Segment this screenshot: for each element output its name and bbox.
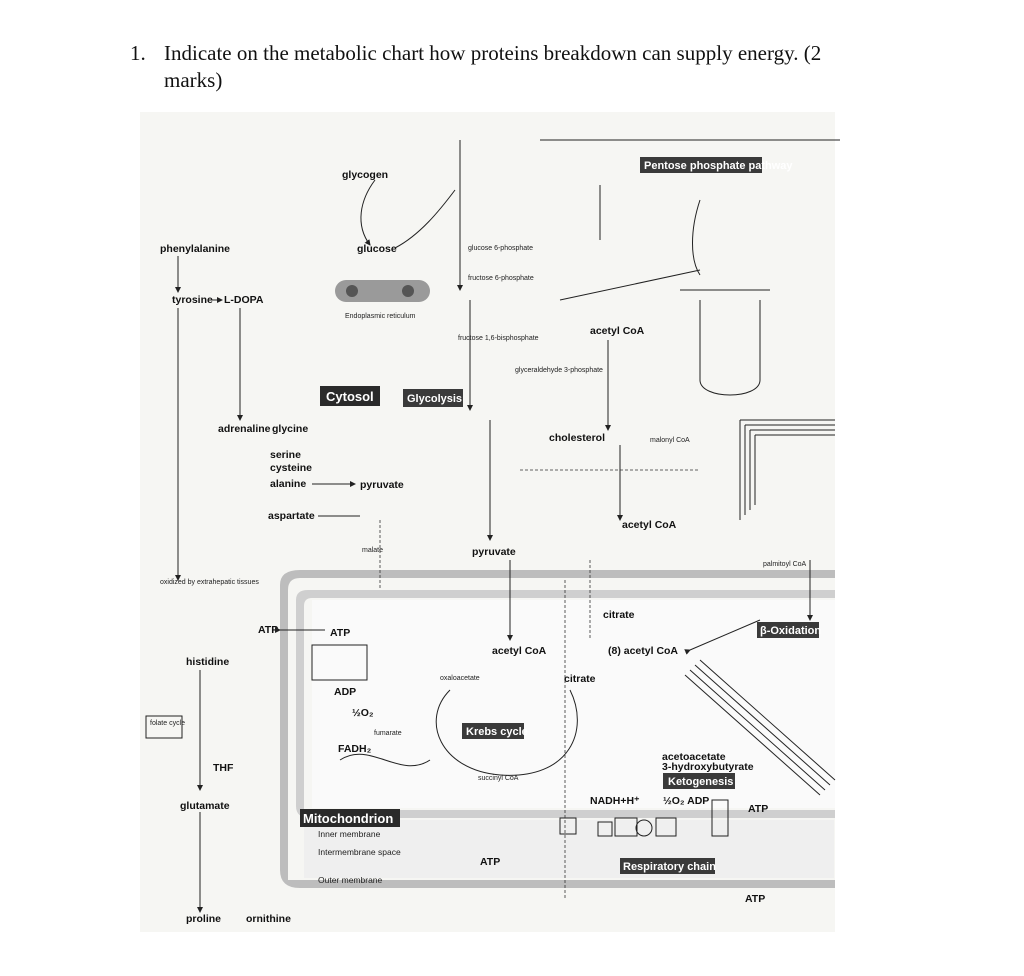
er-dot-2 bbox=[402, 285, 414, 297]
phenylalanine: phenylalanine bbox=[160, 243, 230, 255]
proline: proline bbox=[186, 913, 221, 925]
fructose-16: fructose 1,6-bisphosphate bbox=[458, 335, 539, 342]
pyruvate-mito: pyruvate bbox=[472, 546, 516, 558]
intermembrane-band bbox=[304, 820, 834, 878]
glucose: glucose bbox=[357, 243, 397, 255]
atp-bottom: ATP bbox=[745, 893, 765, 905]
beta-ox-box bbox=[757, 622, 819, 638]
malonyl-coa: malonyl CoA bbox=[650, 437, 690, 444]
glycolysis-box bbox=[403, 389, 463, 407]
glycine: glycine bbox=[272, 423, 308, 435]
krebs-label: Krebs cycle bbox=[466, 726, 528, 738]
glucose-6p: glucose 6-phosphate bbox=[468, 245, 533, 252]
mito-label: Mitochondrion bbox=[303, 811, 393, 826]
pentose-line-3 bbox=[559, 269, 701, 301]
er-dot-1 bbox=[346, 285, 358, 297]
acetyl-coa-mito: acetyl CoA bbox=[492, 645, 547, 657]
mito-box bbox=[300, 809, 400, 827]
keto-line-1 bbox=[699, 659, 836, 781]
resp-box bbox=[620, 858, 715, 874]
atp-intermembrane: ATP bbox=[480, 856, 500, 868]
glycogen: glycogen bbox=[342, 169, 388, 181]
complex-c bbox=[635, 819, 653, 837]
mito-matrix bbox=[312, 600, 835, 808]
cholesterol: cholesterol bbox=[549, 432, 605, 444]
glycogen-glucose-arrow bbox=[360, 179, 376, 246]
question-number: 1. bbox=[130, 41, 146, 65]
complex-1 bbox=[559, 817, 577, 835]
pyruvate-top: pyruvate bbox=[360, 479, 404, 491]
ornithine: ornithine bbox=[246, 913, 291, 925]
complex-q bbox=[597, 821, 613, 837]
keto-line-4 bbox=[684, 674, 821, 796]
nadh: NADH+H⁺ bbox=[590, 795, 640, 807]
fadh2-curve bbox=[339, 753, 431, 767]
complex-4 bbox=[655, 817, 677, 837]
folate-cycle: folate cycle bbox=[150, 720, 185, 727]
pentose-box bbox=[640, 157, 762, 173]
citrate-mito: citrate bbox=[564, 673, 596, 685]
acetyl-coa-8: (8) acetyl CoA bbox=[608, 645, 678, 657]
keto-line-3 bbox=[689, 669, 826, 791]
krebs-box bbox=[462, 723, 524, 739]
krebs-loop bbox=[435, 689, 578, 776]
oxidized-note: oxidized by extrahepatic tissues bbox=[160, 579, 259, 586]
thf: THF bbox=[213, 762, 234, 774]
fas-loop bbox=[699, 379, 761, 396]
resp-label: Respiratory chain bbox=[623, 861, 716, 873]
oxaloacetate: oxaloacetate bbox=[440, 675, 480, 682]
keto-line-2 bbox=[694, 664, 831, 786]
beta-to-acetyl bbox=[684, 619, 761, 655]
citrate-upper: citrate bbox=[603, 609, 635, 621]
glutamate: glutamate bbox=[180, 800, 230, 812]
question-text: Indicate on the metabolic chart how prot… bbox=[164, 41, 822, 92]
atp-synthase-right bbox=[711, 799, 729, 837]
adrenaline: adrenaline bbox=[218, 423, 271, 435]
er-label: Endoplasmic reticulum bbox=[345, 313, 416, 320]
outer-membrane-label: Outer membrane bbox=[318, 875, 383, 885]
half-o2: ½O₂ bbox=[352, 707, 374, 719]
cytosol-box bbox=[320, 386, 380, 406]
hydroxybutyrate: 3-hydroxybutyrate bbox=[662, 761, 754, 773]
cysteine: cysteine bbox=[270, 462, 312, 474]
aspartate: aspartate bbox=[268, 510, 315, 522]
beta-ox-label: β-Oxidation bbox=[760, 625, 821, 637]
complex-3 bbox=[614, 817, 638, 837]
acetoacetate: acetoacetate bbox=[662, 751, 726, 763]
histidine: histidine bbox=[186, 656, 229, 668]
fructose-6p: fructose 6-phosphate bbox=[468, 275, 534, 282]
acetyl-coa-top: acetyl CoA bbox=[590, 325, 645, 337]
fumarate: fumarate bbox=[374, 730, 402, 737]
pentose-label: Pentose phosphate pathway bbox=[644, 160, 793, 172]
intermembrane-label: Intermembrane space bbox=[318, 847, 401, 857]
glucose-branch bbox=[394, 189, 456, 249]
o2-adp: ½O₂ ADP bbox=[663, 795, 709, 807]
cytosol-label: Cytosol bbox=[326, 389, 374, 404]
glyceraldehyde: glyceraldehyde 3-phosphate bbox=[515, 367, 603, 374]
acetyl-coa-mid: acetyl CoA bbox=[622, 519, 677, 531]
malate: malate bbox=[362, 547, 383, 554]
serine: serine bbox=[270, 449, 301, 461]
adp-label: ADP bbox=[334, 686, 356, 698]
atp-synthase bbox=[311, 644, 368, 681]
keto-label: Ketogenesis bbox=[668, 776, 733, 788]
inner-membrane-label: Inner membrane bbox=[318, 829, 381, 839]
atp-right: ATP bbox=[748, 803, 768, 815]
atp-left: ATP bbox=[258, 624, 278, 636]
tyrosine: tyrosine bbox=[172, 294, 213, 306]
chart-background bbox=[140, 112, 835, 932]
atp-box-label: ATP bbox=[330, 627, 350, 639]
alanine: alanine bbox=[270, 478, 306, 490]
glycolysis-label: Glycolysis bbox=[407, 393, 462, 405]
succinyl-coa: succinyl CoA bbox=[478, 775, 519, 782]
folate-box bbox=[145, 715, 183, 739]
fadh2: FADH₂ bbox=[338, 743, 372, 755]
keto-box bbox=[663, 773, 735, 789]
palmitoyl-coa: palmitoyl CoA bbox=[763, 561, 807, 568]
l-dopa: L-DOPA bbox=[224, 294, 264, 306]
